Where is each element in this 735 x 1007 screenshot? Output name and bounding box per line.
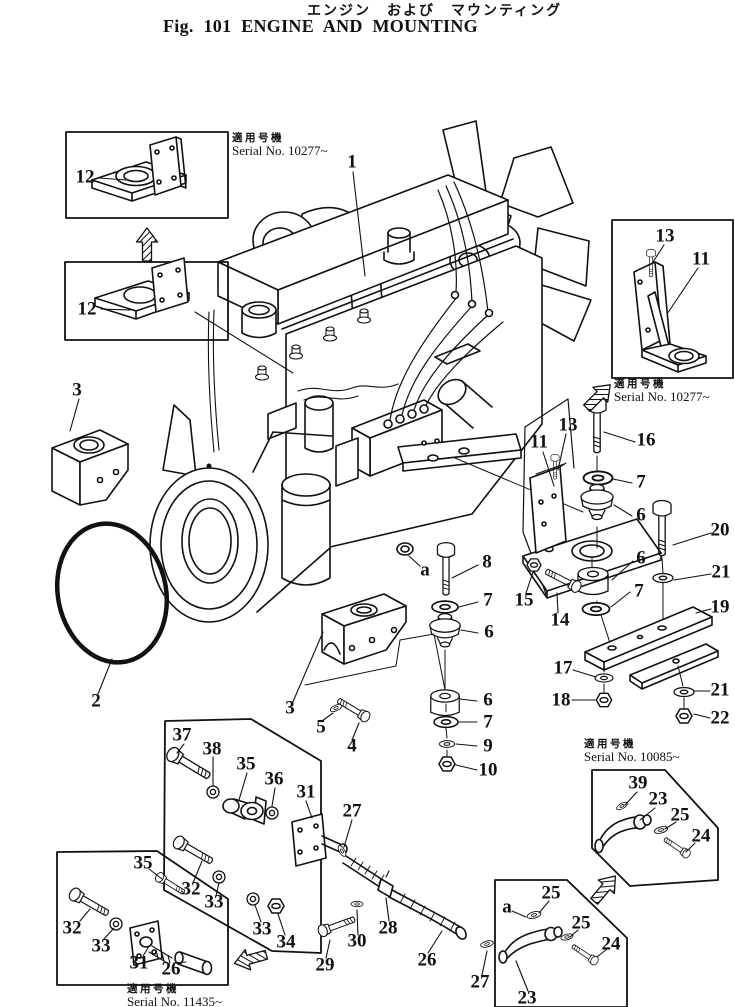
callout-11: 11 [530,431,548,453]
callout-18: 18 [551,689,571,711]
serial-note-jp-label: 適用号機 [127,983,179,995]
bracket-11-inset [633,248,707,373]
callout-33: 33 [91,935,111,957]
serial-note-jp-label: 適用号機 [614,378,666,390]
serial-note-number: Serial No. 10277~ [614,389,710,405]
callout-39: 39 [628,772,648,794]
drain-hose [315,843,467,940]
callout-27: 27 [470,971,490,993]
callout-17: 17 [553,657,573,679]
callout-29: 29 [315,954,335,976]
callout-7: 7 [483,711,493,733]
callout-31: 31 [129,952,149,974]
callout-10: 10 [478,759,498,781]
callout-25: 25 [541,882,561,904]
serial-note-number: Serial No. 11435~ [127,994,223,1007]
callout-16: 16 [636,429,656,451]
hose-fitting-inset-upper [594,800,693,860]
callout-28: 28 [378,917,398,939]
callout-35: 35 [133,852,153,874]
callout-a: a [420,559,430,581]
hose-fitting-inset-lower [479,909,601,967]
break-line [304,633,446,691]
callout-8: 8 [482,551,492,573]
callout-20: 20 [710,519,730,541]
callout-2: 2 [91,690,101,712]
callout-24: 24 [601,933,621,955]
callout-25: 25 [571,912,591,934]
callout-37: 37 [172,724,192,746]
callout-38: 38 [202,738,222,760]
engine-block [207,174,543,586]
callout-21: 21 [711,561,731,583]
callout-6: 6 [636,547,646,569]
serial-note-jp-label: 適用号機 [232,132,284,144]
callout-35: 35 [236,753,256,775]
callout-26: 26 [161,958,181,980]
callout-5: 5 [316,716,326,738]
callout-32: 32 [62,917,82,939]
fan-shroud [149,404,333,623]
callout-6: 6 [636,504,646,526]
bracket-3-middle [321,593,407,665]
callout-36: 36 [264,768,284,790]
callout-33: 33 [252,918,272,940]
callout-31: 31 [296,781,316,803]
callout-7: 7 [483,589,493,611]
callout-9: 9 [483,735,493,757]
callout-32: 32 [181,878,201,900]
page-title-japanese: エンジン および マウンティング [307,2,563,18]
callout-23: 23 [648,788,668,810]
callout-6: 6 [484,621,494,643]
callout-3: 3 [285,697,295,719]
callout-24: 24 [691,825,711,847]
callout-14: 14 [550,609,570,631]
callout-21: 21 [710,679,730,701]
callout-4: 4 [347,735,357,757]
serial-note-number: Serial No. 10085~ [584,749,680,765]
callout-a: a [502,896,512,918]
bracket-12-old [94,257,190,320]
callout-7: 7 [636,471,646,493]
callout-34: 34 [276,931,296,953]
callout-26: 26 [417,949,437,971]
callout-13: 13 [655,225,675,247]
serial-note-jp-label: 適用号機 [584,738,636,750]
callout-22: 22 [710,707,730,729]
callout-3: 3 [72,379,82,401]
callout-1: 1 [347,151,357,173]
callout-33: 33 [204,891,224,913]
callout-25: 25 [670,804,690,826]
middle-mount-hardware [328,541,461,772]
callout-7: 7 [634,580,644,602]
inset-boxes [56,131,734,1007]
leader-lines [69,171,712,992]
callout-11: 11 [692,248,710,270]
callout-15: 15 [514,589,534,611]
page-title: Fig. 101 ENGINE AND MOUNTING [163,16,478,36]
callout-23: 23 [517,987,537,1007]
callout-27: 27 [342,800,362,822]
callout-12: 12 [77,298,97,320]
right-mount-assembly [522,396,719,724]
ring-part-2 [54,521,170,665]
serial-note-number: Serial No. 10277~ [232,143,328,159]
plug-group-inset [66,870,213,976]
bracket-3-left [51,429,129,506]
callout-19: 19 [710,596,730,618]
bracket-12-new [91,136,187,202]
callout-12: 12 [75,166,95,188]
callout-30: 30 [347,930,367,952]
callout-6: 6 [483,689,493,711]
callout-13: 13 [558,414,578,436]
